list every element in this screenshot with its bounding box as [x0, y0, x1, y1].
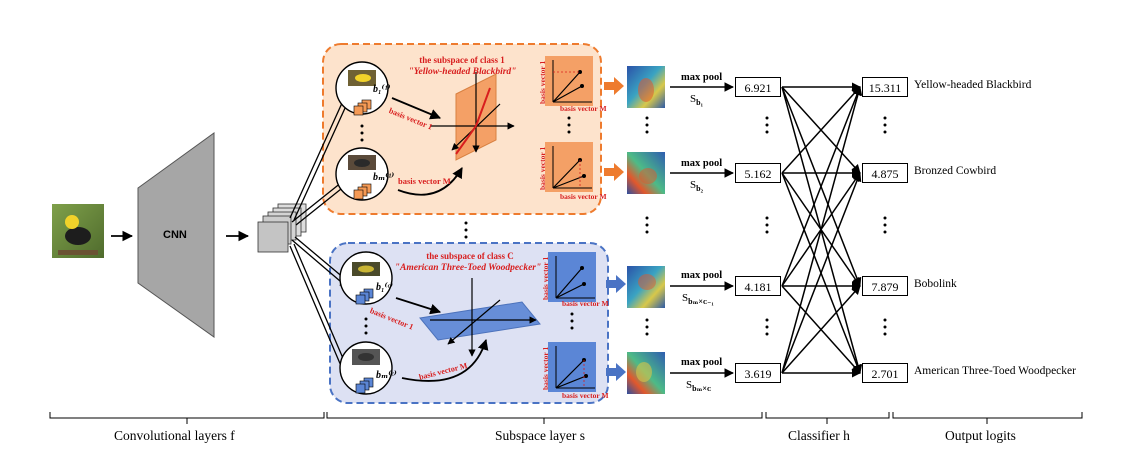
class-c-plot-top — [548, 252, 596, 302]
subspace-class-1-title: the subspace of class 1 — [419, 55, 505, 65]
class-1-plot-top-xlabel: basis vector M — [560, 104, 607, 113]
ellipsis-heatmaps — [645, 116, 649, 336]
class-c-plot-top-ylabel: basis vector 1 — [541, 256, 550, 300]
arrow-basis-1-class-1 — [391, 97, 441, 120]
class-c-plot-bottom — [548, 342, 596, 392]
arrow-basis-m-class-1 — [397, 167, 463, 196]
class-1-plot-bottom-xlabel: basis vector M — [560, 192, 607, 201]
input-bird-image — [52, 204, 104, 258]
ellipsis-class-c-plots — [570, 312, 574, 330]
heatmap-4 — [627, 352, 665, 394]
class-c-subspace-plane — [419, 278, 541, 357]
section-label-output: Output logits — [945, 428, 1016, 443]
subspace-class-c-title: the subspace of class C — [426, 251, 514, 261]
max-pool-label-2: max pool — [681, 158, 723, 169]
class-c-plot-bottom-xlabel: basis vector M — [562, 391, 609, 400]
cnn-block — [137, 132, 215, 338]
basis-circle-m-class-c — [339, 341, 393, 395]
basis-circle-m-class-1 — [335, 147, 389, 201]
heatmap-3 — [627, 266, 665, 308]
max-pool-arrows — [670, 82, 734, 378]
section-label-subspace: Subspace layer s — [495, 428, 585, 443]
classifier-value-4: 3.619 — [735, 363, 781, 383]
heatmap-2 — [627, 152, 665, 194]
basis-label-b1-class-c: b₁⁽ᶜ⁾ — [376, 282, 393, 293]
output-label-3: Bobolink — [914, 278, 957, 290]
ellipsis-between-subspaces — [464, 221, 468, 239]
class-c-plot-top-xlabel: basis vector M — [562, 299, 609, 308]
class-1-plot-top — [545, 56, 593, 106]
class-1-plot-top-ylabel: basis vector 1 — [538, 60, 547, 104]
ellipsis-classifier-column — [765, 116, 769, 336]
subspace-class-c-name: "American Three-Toed Woodpecker" — [394, 263, 542, 273]
feature-map-stack — [257, 203, 307, 253]
max-pool-label-1: max pool — [681, 72, 723, 83]
cnn-label: CNN — [163, 229, 187, 241]
s-label-2: Sb₂ — [690, 179, 703, 194]
ellipsis-class-1-plots — [567, 116, 571, 134]
classifier-value-1: 6.921 — [735, 77, 781, 97]
class-c-plot-bottom-ylabel: basis vector 1 — [541, 346, 550, 390]
arrow-basis-m-class-c — [401, 338, 489, 382]
output-label-4: American Three-Toed Woodpecker — [914, 365, 1076, 377]
ellipsis-class-1-circles — [360, 124, 364, 142]
classifier-value-2: 5.162 — [735, 163, 781, 183]
output-value-3: 7.879 — [862, 276, 908, 296]
output-value-1: 15.311 — [862, 77, 908, 97]
subspace-class-1-name: "Yellow-headed Blackbird" — [408, 67, 517, 77]
plot-to-heatmap-arrows — [604, 77, 626, 381]
section-label-conv: Convolutional layers f — [114, 428, 235, 443]
s-label-1: Sb₁ — [690, 93, 703, 108]
max-pool-label-4: max pool — [681, 357, 723, 368]
classifier-value-3: 4.181 — [735, 276, 781, 296]
class-1-subspace-plane — [430, 72, 515, 161]
class-1-plot-bottom-ylabel: basis vector 1 — [538, 146, 547, 190]
output-label-1: Yellow-headed Blackbird — [914, 79, 1032, 91]
class-1-plot-bottom — [545, 142, 593, 192]
ellipsis-class-c-circles — [364, 317, 368, 335]
section-brackets — [49, 412, 1083, 424]
classifier-connections — [781, 82, 863, 378]
max-pool-label-3: max pool — [681, 270, 723, 281]
output-value-2: 4.875 — [862, 163, 908, 183]
arrow-basis-1-class-c — [395, 297, 442, 315]
ellipsis-output-column — [883, 116, 887, 336]
feature-to-basis-arrows — [289, 91, 352, 381]
s-label-4: Sbₘ×ᴄ — [686, 379, 712, 394]
basis-label-bm-class-c: bₘ⁽ᶜ⁾ — [376, 370, 397, 381]
heatmap-1 — [627, 66, 665, 108]
section-label-classifier: Classifier h — [788, 428, 850, 443]
class-1-basis-vector-m-label: basis vector M — [398, 176, 451, 186]
basis-label-b1-class-1: b₁⁽¹⁾ — [373, 84, 391, 95]
output-value-4: 2.701 — [862, 363, 908, 383]
s-label-3: Sbₘ×ᴄ₋₁ — [682, 292, 714, 307]
basis-label-bm-class-1: bₘ⁽¹⁾ — [373, 172, 395, 183]
output-label-2: Bronzed Cowbird — [914, 165, 997, 177]
basis-circle-1-class-1 — [335, 61, 389, 116]
basis-circle-1-class-c — [339, 251, 393, 305]
